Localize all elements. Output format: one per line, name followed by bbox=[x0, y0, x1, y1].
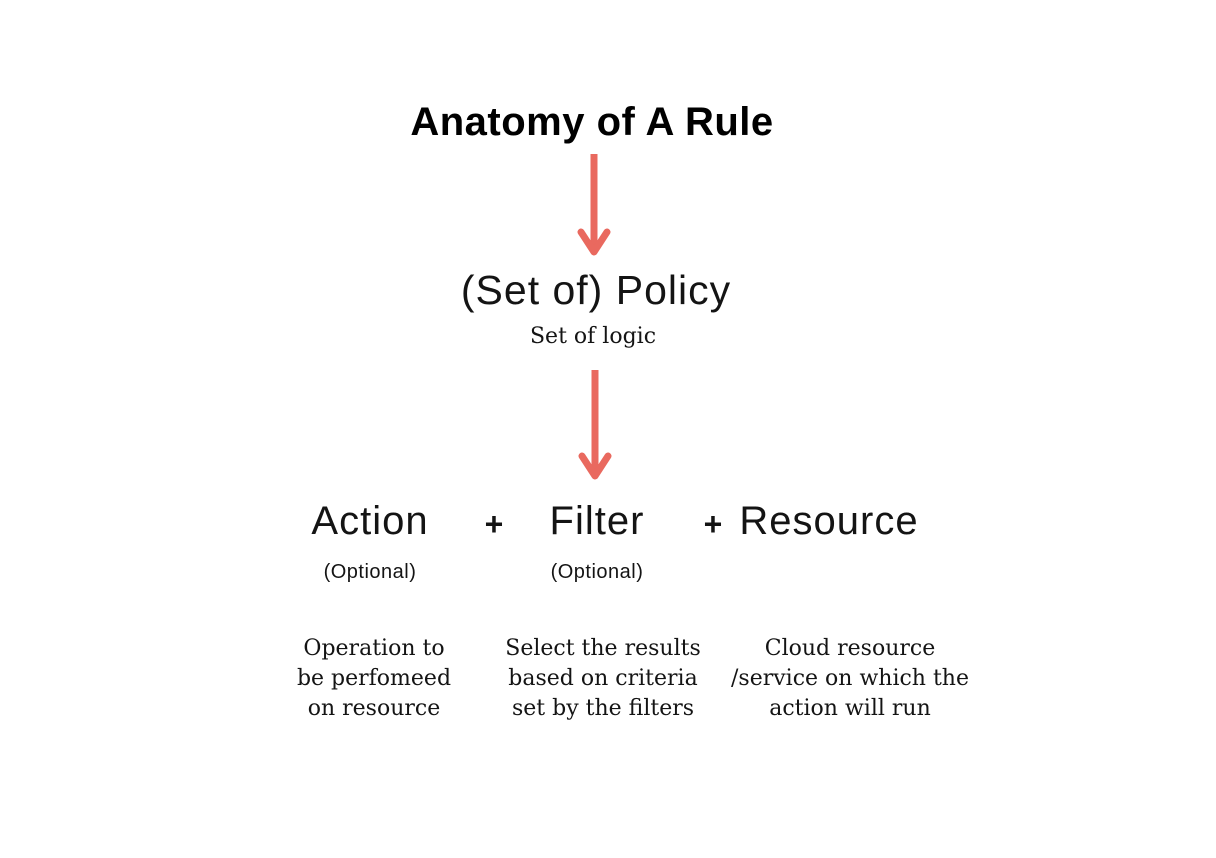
down-arrow-icon bbox=[577, 152, 611, 263]
diagram-title: Anatomy of A Rule bbox=[410, 100, 774, 144]
filter-description: Select the results based on criteria set… bbox=[505, 636, 701, 721]
policy-label: (Set of) Policy bbox=[460, 267, 732, 313]
action-label: Action bbox=[311, 499, 429, 543]
action-optional-note: (Optional) bbox=[323, 561, 417, 583]
policy-sublabel: Set of logic bbox=[529, 324, 657, 349]
plus-sign: + bbox=[703, 506, 723, 542]
plus-sign: + bbox=[484, 506, 504, 542]
filter-optional-note: (Optional) bbox=[550, 561, 644, 583]
resource-description: Cloud resource /service on which the act… bbox=[731, 636, 969, 721]
action-description: Operation to be perfomeed on resource bbox=[296, 636, 452, 721]
down-arrow-icon bbox=[578, 368, 612, 487]
resource-label: Resource bbox=[739, 499, 919, 543]
filter-label: Filter bbox=[549, 499, 645, 543]
